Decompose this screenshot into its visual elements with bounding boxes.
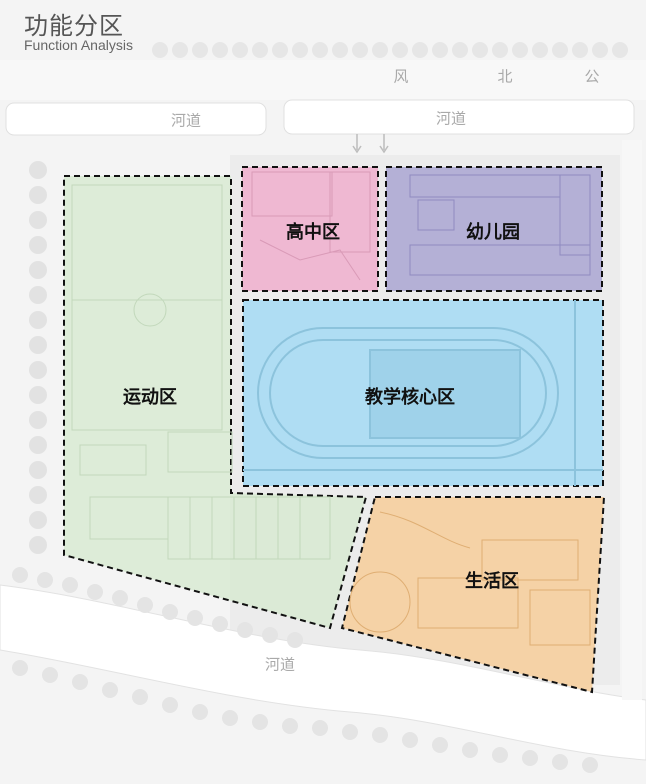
bottom-tree-row: [12, 567, 598, 773]
left-tree-column: [29, 161, 47, 554]
high-school-details: [251, 171, 371, 281]
zone-label-kindergarten: 幼儿园: [466, 222, 520, 243]
sports-field-details: [71, 184, 331, 560]
river-label-right: 河道: [435, 109, 467, 128]
road-label-north: 北: [497, 67, 513, 86]
river-channel-left: [5, 102, 267, 136]
diagram-title: 功能分区: [24, 12, 124, 40]
zone-label-living: 生活区: [465, 571, 519, 592]
running-track: [243, 300, 603, 486]
road-label-wind: 风: [393, 67, 409, 86]
river-channel-right: [283, 99, 635, 135]
zone-living: [340, 496, 606, 694]
top-tree-row: [152, 42, 628, 58]
zone-label-sports: 运动区: [123, 387, 177, 408]
road-label-park: 公: [584, 67, 600, 86]
entrance-arrows: [352, 134, 389, 154]
right-road: [622, 140, 642, 700]
zone-kindergarten: [385, 166, 603, 292]
zone-label-high-school: 高中区: [286, 222, 340, 243]
zone-high-school: [241, 166, 379, 292]
zone-label-teaching-core: 教学核心区: [365, 387, 455, 408]
river-label-bottom: 河道: [264, 655, 296, 674]
kindergarten-details: [409, 174, 591, 276]
living-details: [349, 511, 591, 646]
zone-sports: [63, 175, 368, 630]
river-label-left: 河道: [170, 111, 202, 130]
diagram-subtitle: Function Analysis: [24, 37, 133, 53]
bottom-river: [0, 584, 646, 761]
top-road: [0, 60, 646, 100]
